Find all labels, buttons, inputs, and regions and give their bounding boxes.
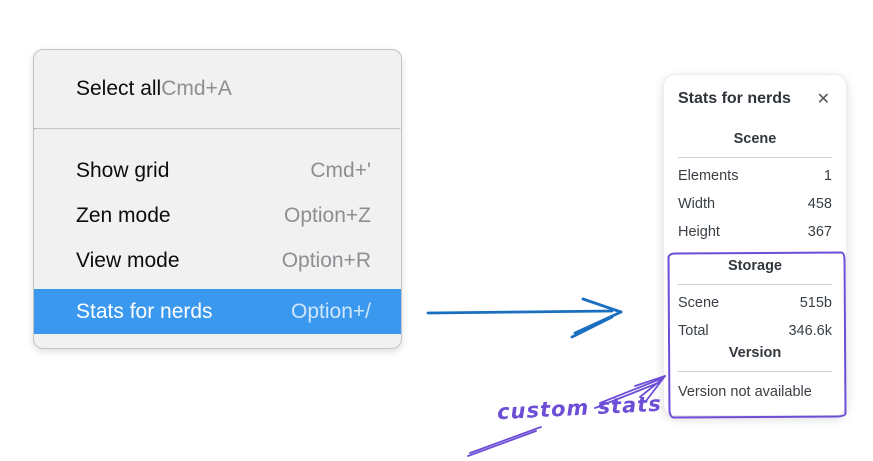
stat-label: Total xyxy=(678,323,709,339)
section-divider xyxy=(678,157,832,158)
stat-label: Height xyxy=(678,224,720,240)
menu-item-label: Zen mode xyxy=(76,203,171,227)
menu-item-stats-for-nerds[interactable]: Stats for nerds Option+/ xyxy=(34,289,401,334)
section-heading: Scene xyxy=(733,131,777,147)
stats-section-version: Version Version not available xyxy=(678,345,832,406)
menu-item-shortcut: Cmd+' xyxy=(310,158,371,182)
blue-arrow xyxy=(426,297,623,339)
stats-section-scene: Scene Elements 1 Width 458 Height 367 xyxy=(678,131,832,246)
menu-item-shortcut: Cmd+A xyxy=(161,77,232,100)
menu-item-shortcut: Option+R xyxy=(281,248,371,272)
context-menu: Select all Cmd+A Show grid Cmd+' Zen mod… xyxy=(33,49,402,349)
stat-row-total-size: Total 346.6k xyxy=(678,317,832,345)
section-heading: Storage xyxy=(728,258,782,274)
stat-label: Scene xyxy=(678,295,720,311)
menu-item-view-mode[interactable]: View mode Option+R xyxy=(34,238,401,283)
stats-section-storage: Storage Scene 515b Total 346.6k xyxy=(678,258,832,345)
stat-row-scene-size: Scene 515b xyxy=(678,289,832,317)
stats-panel-title: Stats for nerds xyxy=(678,90,791,107)
menu-item-zen-mode[interactable]: Zen mode Option+Z xyxy=(34,193,401,238)
menu-item-shortcut: Option+Z xyxy=(284,203,371,227)
section-divider xyxy=(678,371,832,372)
section-heading: Version xyxy=(728,345,782,361)
stat-label: Width xyxy=(678,196,716,212)
stat-value: 515b xyxy=(799,295,832,311)
menu-item-select-all[interactable]: Select all Cmd+A xyxy=(34,67,262,112)
menu-item-label: Select all xyxy=(76,77,162,100)
stat-row-elements: Elements 1 xyxy=(678,162,832,190)
stat-value: 346.6k xyxy=(788,323,832,339)
menu-divider xyxy=(34,128,401,130)
menu-item-label: Show grid xyxy=(76,158,170,182)
close-icon[interactable]: ✕ xyxy=(816,89,830,108)
menu-item-shortcut: Option+/ xyxy=(291,299,371,323)
menu-item-label: View mode xyxy=(76,248,180,272)
stats-panel-header: Stats for nerds ✕ xyxy=(678,89,832,109)
section-divider xyxy=(678,284,832,285)
stat-value: 367 xyxy=(807,224,832,240)
menu-item-show-grid[interactable]: Show grid Cmd+' xyxy=(34,148,401,193)
stat-label: Elements xyxy=(678,168,739,184)
stats-panel: Stats for nerds ✕ Scene Elements 1 Width… xyxy=(663,74,847,419)
version-note: Version not available xyxy=(678,384,812,400)
menu-item-label: Stats for nerds xyxy=(76,299,213,323)
stat-row-height: Height 367 xyxy=(678,218,832,246)
stat-value: 458 xyxy=(807,196,832,212)
stat-row-width: Width 458 xyxy=(678,190,832,218)
stat-value: 1 xyxy=(823,168,832,184)
annotation-text: custom stats xyxy=(496,391,663,425)
